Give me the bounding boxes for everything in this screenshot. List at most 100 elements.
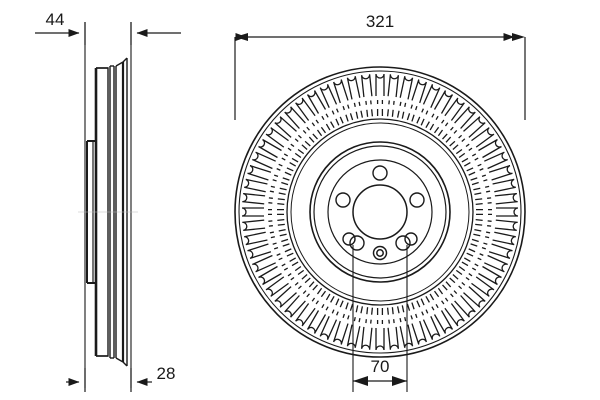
vane-dashed-line [420,110,429,126]
vane-dashed-line [365,100,369,117]
vane-dashed-line [470,243,487,250]
vane-slot [319,316,338,340]
vane-slot [252,254,276,273]
vane-dashed-line [290,269,305,281]
vane-dashed-line [347,303,354,320]
vane-slot [244,178,268,193]
vane-slot [284,295,306,318]
vane-slot [463,286,486,308]
vane-dashed-line [416,300,424,316]
vane-slot [463,116,486,138]
vane-slot [265,127,289,148]
vane-dashed-line [315,290,327,305]
vane-dashed-line [425,295,435,311]
vane-slot [274,116,297,138]
vane-dashed-line [306,126,318,140]
vane-dashed-line [468,168,484,176]
vane-dashed-line [325,295,335,311]
vane-dashed-line [358,101,364,118]
vane-slot [444,303,465,327]
bolt-hole [349,235,365,251]
vane-dashed-line [336,300,344,316]
vane-slot [478,138,502,159]
vane-dashed-line [475,218,492,222]
vane-dashed-line [420,298,429,314]
vane-dashed-line [463,157,479,167]
vane-dashed-line [325,113,335,129]
hub-ring-outer [309,141,451,283]
vane-dashed-line [468,248,484,256]
front-face-view [234,66,526,358]
vane-slot [484,254,508,273]
vane-dashed-line [466,163,482,172]
vane-slot [284,106,306,129]
vane-dashed-line [306,284,318,298]
dimension-label-44: 44 [46,10,65,29]
vane-slot [346,76,361,100]
guide-pin-hole [372,245,388,261]
vane-slot [295,303,316,327]
vane-dashed-line [416,108,424,124]
vane-dashed-line [475,202,492,206]
vane-slot [387,74,400,98]
vane-dashed-line [287,265,302,277]
vane-dashed-line [276,168,292,176]
vane-slot [494,192,518,205]
locating-hole [342,232,356,246]
vane-slot [319,84,338,108]
vane-dashed-line [278,163,294,172]
ventilation-vanes [241,73,519,351]
side-disc-edge-caps [96,57,128,367]
vane-slot [242,219,266,232]
vane-slot [360,326,373,350]
vane-slot [422,316,441,340]
vane-dashed-line [294,138,308,150]
vane-dashed-line [475,197,492,201]
vane-dashed-line [463,257,479,267]
vane-dashed-line [442,284,454,298]
vane-dashed-line [473,233,490,239]
vane-slot [433,310,454,334]
vane-dashed-line [283,153,299,163]
vane-slot [492,231,516,246]
vane-dashed-line [437,122,449,137]
vane-dashed-line [449,134,463,147]
vane-slot [494,219,518,232]
vane-dashed-line [452,274,466,286]
vane-dashed-line [471,238,488,245]
vane-dashed-line [311,122,323,137]
vane-slot [471,127,495,148]
wheel-bolt-holes [335,165,425,251]
vane-dashed-line [386,100,390,117]
vane-slot [244,231,268,246]
dimension-label-28: 28 [157,364,176,383]
vane-dashed-line [396,101,402,118]
dimension-center-bore [352,245,408,392]
vane-dashed-line [353,102,359,119]
friction-band-inner-edge-2 [290,122,470,302]
vane-dashed-line [302,129,315,143]
vane-dashed-line [278,252,294,261]
hub-ring-inner [327,159,433,265]
vane-dashed-line [342,302,349,319]
dimension-overall-height [35,22,181,45]
vane-dashed-line [297,277,311,290]
vane-dashed-line [331,110,340,126]
vane-dashed-line [475,223,492,227]
vane-dashed-line [425,113,435,129]
vane-dashed-line [411,302,418,319]
vane-slot [241,207,264,217]
vane-slot [454,295,476,318]
bolt-hole [372,165,388,181]
vane-dashed-line [287,147,302,159]
vane-dashed-line [461,261,477,271]
disc-outer-edge [234,66,526,358]
bolt-hole [335,192,351,208]
vane-dashed-line [406,104,413,121]
vane-dashed-line [391,307,395,324]
vane-dashed-line [273,243,290,250]
locating-hole [404,232,418,246]
vane-dashed-line [370,307,374,324]
vane-slot [411,79,428,104]
